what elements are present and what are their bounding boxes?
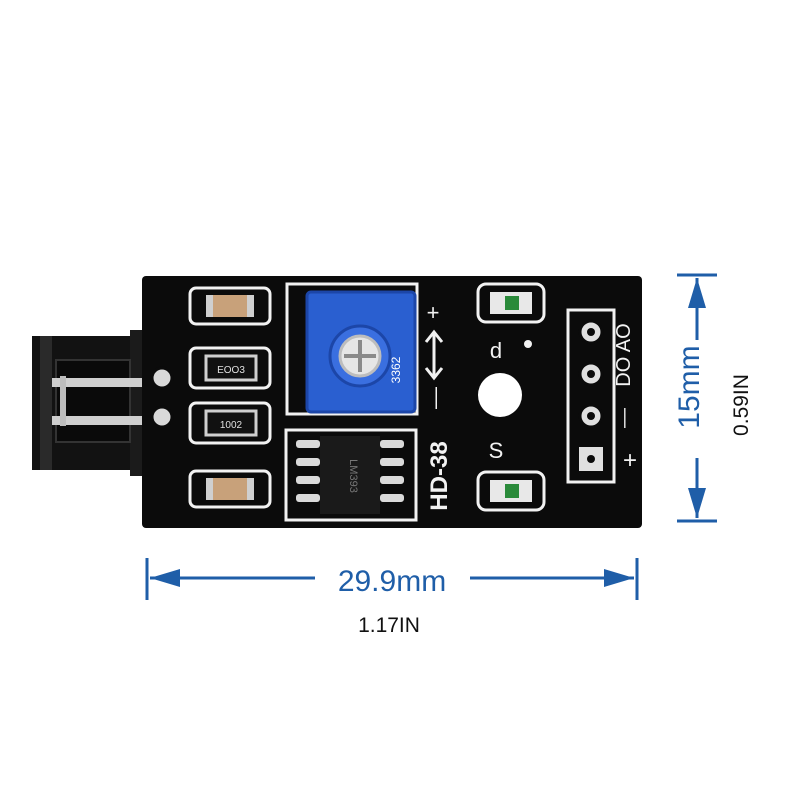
model-label: HD-38 (426, 441, 453, 510)
resistor-1-code: ЕОО3 (217, 365, 245, 376)
chip-code: LM393 (347, 459, 359, 493)
minus-label-top: — (422, 387, 447, 409)
pin-labels: DO AO (613, 323, 635, 386)
led-power (476, 282, 546, 324)
arrow-right-icon (604, 569, 634, 587)
pot-code: 3362 (389, 356, 403, 383)
capacitor-bottom (188, 469, 272, 509)
plus-label-top: + (427, 300, 440, 325)
width-dimension: 29.9mm (145, 558, 639, 600)
label-d: d (490, 338, 502, 363)
height-mm-label: 15mm (673, 345, 706, 428)
sensor-pcb: ЕОО3 1002 3362 + — (142, 276, 642, 528)
comparator-chip: LM393 (284, 428, 418, 522)
pin-minus-label: — (613, 408, 635, 428)
resistor-1: ЕОО3 (188, 346, 272, 390)
resistor-2: 1002 (188, 401, 272, 445)
solder-pad (150, 366, 174, 390)
pin-header-connector (32, 330, 148, 476)
capacitor-top (188, 286, 272, 326)
label-s: S (489, 438, 504, 463)
pin-plus-label: + (623, 447, 637, 474)
solder-pad (150, 405, 174, 429)
width-in-label: 1.17IN (358, 614, 420, 637)
resistor-2-code: 1002 (220, 420, 243, 431)
potentiometer: 3362 (285, 282, 419, 416)
double-arrow-icon (424, 329, 444, 381)
led-signal (476, 470, 546, 512)
arrow-left-icon (150, 569, 180, 587)
height-dimension: 15mm (673, 273, 717, 523)
width-mm-label: 29.9mm (338, 565, 446, 598)
arrow-down-icon (688, 488, 706, 518)
height-in-label: 0.59IN (730, 374, 753, 436)
output-pin-header (566, 308, 616, 484)
arrow-up-icon (688, 278, 706, 308)
mounting-hole (478, 373, 522, 417)
